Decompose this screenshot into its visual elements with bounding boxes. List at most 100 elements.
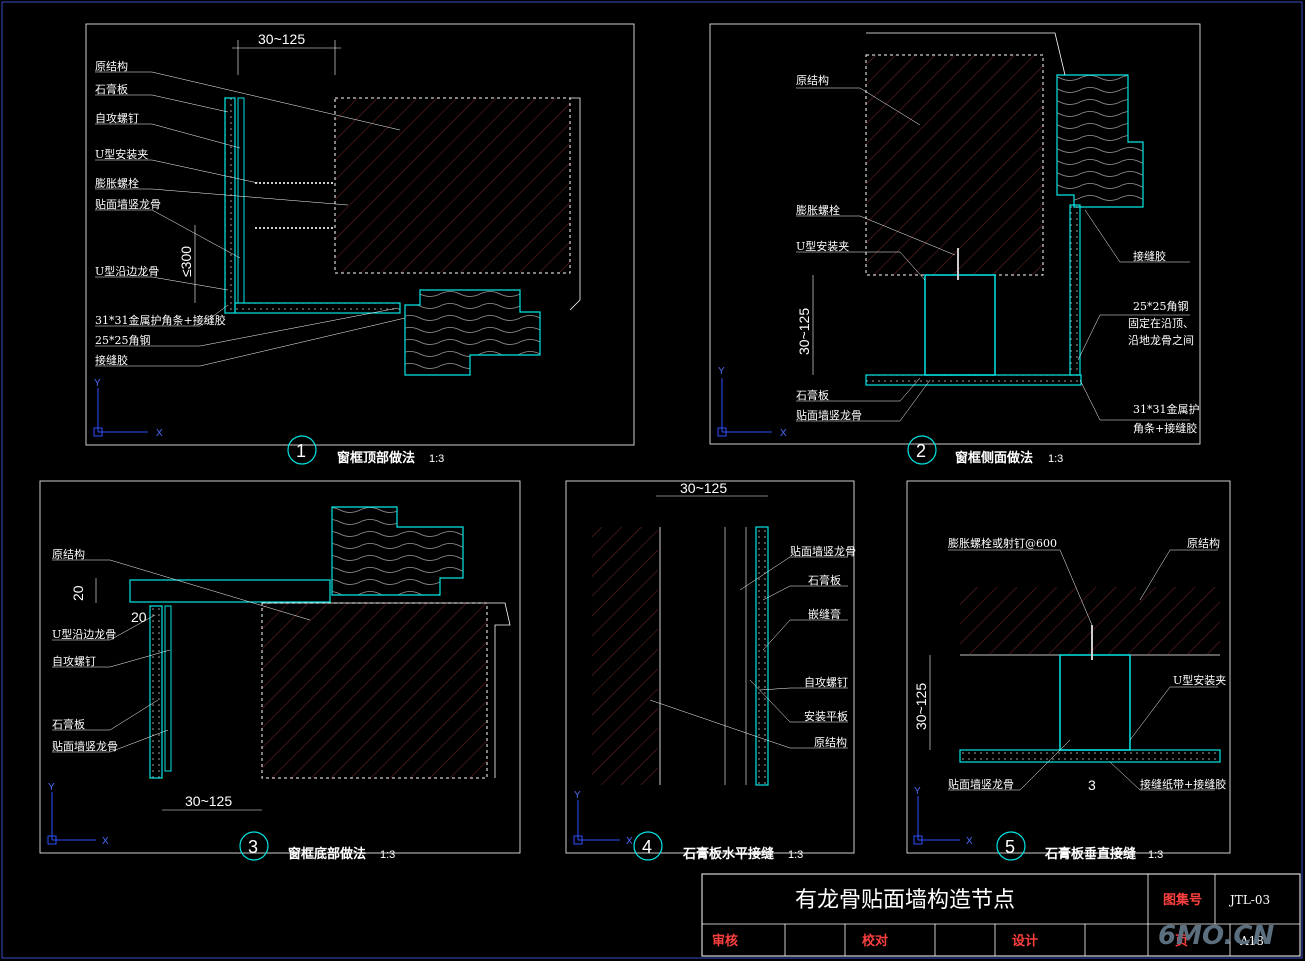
d3-gypsum-board <box>149 605 163 779</box>
d1-label-3: U型安装夹 <box>95 147 148 161</box>
d5-label-4: 接缝纸带+接缝胶 <box>1140 777 1226 791</box>
d2-label-left-0: 原结构 <box>796 73 829 87</box>
d3-scale: 1:3 <box>380 849 395 861</box>
drawing-no-label: 图集号 <box>1163 892 1202 908</box>
d5-dim-side: 30~125 <box>913 683 929 730</box>
d5-number: 5 <box>1005 837 1015 857</box>
d1-caption: 窗框顶部做法 <box>337 450 415 466</box>
detail-5: 30~125 3 膨胀螺栓或射钉@600 原结构 U型安装夹 贴面墙竖龙骨 接缝… <box>906 480 1231 862</box>
d5-label-1: 原结构 <box>1187 536 1220 550</box>
d3-caption: 窗框底部做法 <box>288 846 366 862</box>
detail-2: 30~125 原结构 膨胀螺栓 U型安装夹 石膏板 贴面墙竖龙骨 接缝胶 25*… <box>709 23 1201 466</box>
d1-gypsum-board <box>224 97 236 314</box>
page-value: A18 <box>1239 934 1264 948</box>
d1-label-7: 31*31金属护角条+接缝胶 <box>95 313 226 327</box>
d3-label-2: 自攻螺钉 <box>52 654 96 668</box>
detail-3-frame <box>39 480 521 854</box>
d1-axis-y: Y <box>94 378 101 389</box>
d3-dim-a: 20 <box>70 585 86 601</box>
d1-label-4: 膨胀螺栓 <box>95 176 139 190</box>
d1-scale: 1:3 <box>429 453 444 465</box>
d5-gypsum-board <box>959 749 1221 763</box>
d1-number-circle <box>287 435 317 465</box>
d2-window-frame <box>1056 74 1144 208</box>
d1-label-5: 贴面墙竖龙骨 <box>95 197 161 211</box>
page-label: 页 <box>1175 934 1188 949</box>
d2-label-left-3: 石膏板 <box>796 388 829 402</box>
d4-number-circle <box>633 831 663 861</box>
d2-scale: 1:3 <box>1048 453 1063 465</box>
d3-label-0: 原结构 <box>52 547 85 561</box>
d2-concrete <box>865 54 1044 276</box>
d3-number: 3 <box>248 837 258 857</box>
d2-gypsum-board <box>865 374 1082 386</box>
d1-concrete <box>334 97 571 274</box>
design-label: 设计 <box>1012 933 1038 949</box>
d4-scale: 1:3 <box>788 849 803 861</box>
d4-label-0: 贴面墙竖龙骨 <box>790 544 856 558</box>
d2-label-left-2: U型安装夹 <box>796 239 849 253</box>
d3-number-circle <box>239 831 269 861</box>
title-block: 有龙骨贴面墙构造节点 图集号 JTL-03 审核 校对 设计 页 A18 <box>701 873 1301 957</box>
d2-caption: 窗框侧面做法 <box>955 450 1033 466</box>
d1-dim-side: ≤300 <box>178 246 194 277</box>
d5-label-3: 贴面墙竖龙骨 <box>948 777 1014 791</box>
d1-label-1: 石膏板 <box>95 82 128 96</box>
d3-label-3: 石膏板 <box>52 717 85 731</box>
d2-number-circle <box>907 435 937 465</box>
review-label: 审核 <box>712 933 738 949</box>
d5-caption: 石膏板垂直接缝 <box>1044 846 1136 862</box>
d3-axis-x: X <box>102 836 109 847</box>
detail-2-frame <box>709 23 1201 445</box>
d2-dim-side: 30~125 <box>796 308 812 355</box>
detail-4: 30~125 贴面墙竖龙骨 石膏板 嵌缝膏 自攻螺钉 安装平板 原结构 X Y … <box>565 480 856 862</box>
d2-axis-y: Y <box>718 366 725 377</box>
d4-label-1: 石膏板 <box>808 573 841 587</box>
d4-concrete <box>592 527 658 785</box>
d2-label-right-3: 沿地龙骨之间 <box>1128 333 1194 347</box>
d2-label-right-5: 角条+接缝胶 <box>1133 421 1197 435</box>
d1-label-2: 自攻螺钉 <box>95 111 139 125</box>
drawing-no-value: JTL-03 <box>1228 893 1270 907</box>
d2-label-right-2: 固定在沿顶、 <box>1128 316 1194 330</box>
detail-1: 30~125 ≤300 原结构 石膏板 自攻螺钉 U型安装夹 膨胀螺栓 贴面墙竖… <box>85 23 635 466</box>
d1-label-0: 原结构 <box>95 59 128 73</box>
d5-u-clip <box>1059 654 1131 751</box>
d2-number: 2 <box>916 441 926 461</box>
d1-label-8: 25*25角钢 <box>95 334 151 347</box>
d3-concrete <box>261 602 488 779</box>
d1-dim-top: 30~125 <box>258 31 305 47</box>
d2-label-left-1: 膨胀螺栓 <box>796 203 840 217</box>
detail-1-frame <box>85 23 635 446</box>
check-label: 校对 <box>862 933 888 949</box>
d5-label-2: U型安装夹 <box>1173 673 1226 687</box>
d5-scale: 1:3 <box>1148 849 1163 861</box>
d3-label-4: 贴面墙竖龙骨 <box>52 739 118 753</box>
d4-gypsum-board <box>755 526 769 786</box>
detail-5-frame <box>906 480 1231 854</box>
detail-3: 20 20 30~125 原结构 U型沿边龙骨 自攻螺钉 石膏板 贴面墙竖龙骨 … <box>39 480 521 862</box>
d3-label-1: U型沿边龙骨 <box>52 627 116 641</box>
d5-label-0: 膨胀螺栓或射钉@600 <box>948 536 1057 550</box>
detail-4-frame <box>565 480 855 854</box>
d4-label-2: 嵌缝膏 <box>808 607 841 621</box>
d3-dim-bottom: 30~125 <box>185 793 232 809</box>
d2-label-right-0: 接缝胶 <box>1133 249 1166 263</box>
d4-label-5: 原结构 <box>814 735 847 749</box>
d4-caption: 石膏板水平接缝 <box>682 846 774 862</box>
d4-dim-top: 30~125 <box>680 480 727 496</box>
d4-axis-x: X <box>626 836 633 847</box>
d1-axis-x: X <box>156 428 163 439</box>
d5-number-circle <box>996 831 1026 861</box>
d5-dim-small: 3 <box>1088 777 1096 793</box>
d3-dim-b: 20 <box>131 609 147 625</box>
d2-u-clip <box>924 274 996 376</box>
d2-label-left-4: 贴面墙竖龙骨 <box>796 408 862 422</box>
d5-axis-x: X <box>966 836 973 847</box>
d1-label-9: 接缝胶 <box>95 353 128 367</box>
watermark: 6MO.CN <box>1158 921 1274 951</box>
d5-axis-y: Y <box>914 786 921 797</box>
d1-number: 1 <box>296 441 306 461</box>
